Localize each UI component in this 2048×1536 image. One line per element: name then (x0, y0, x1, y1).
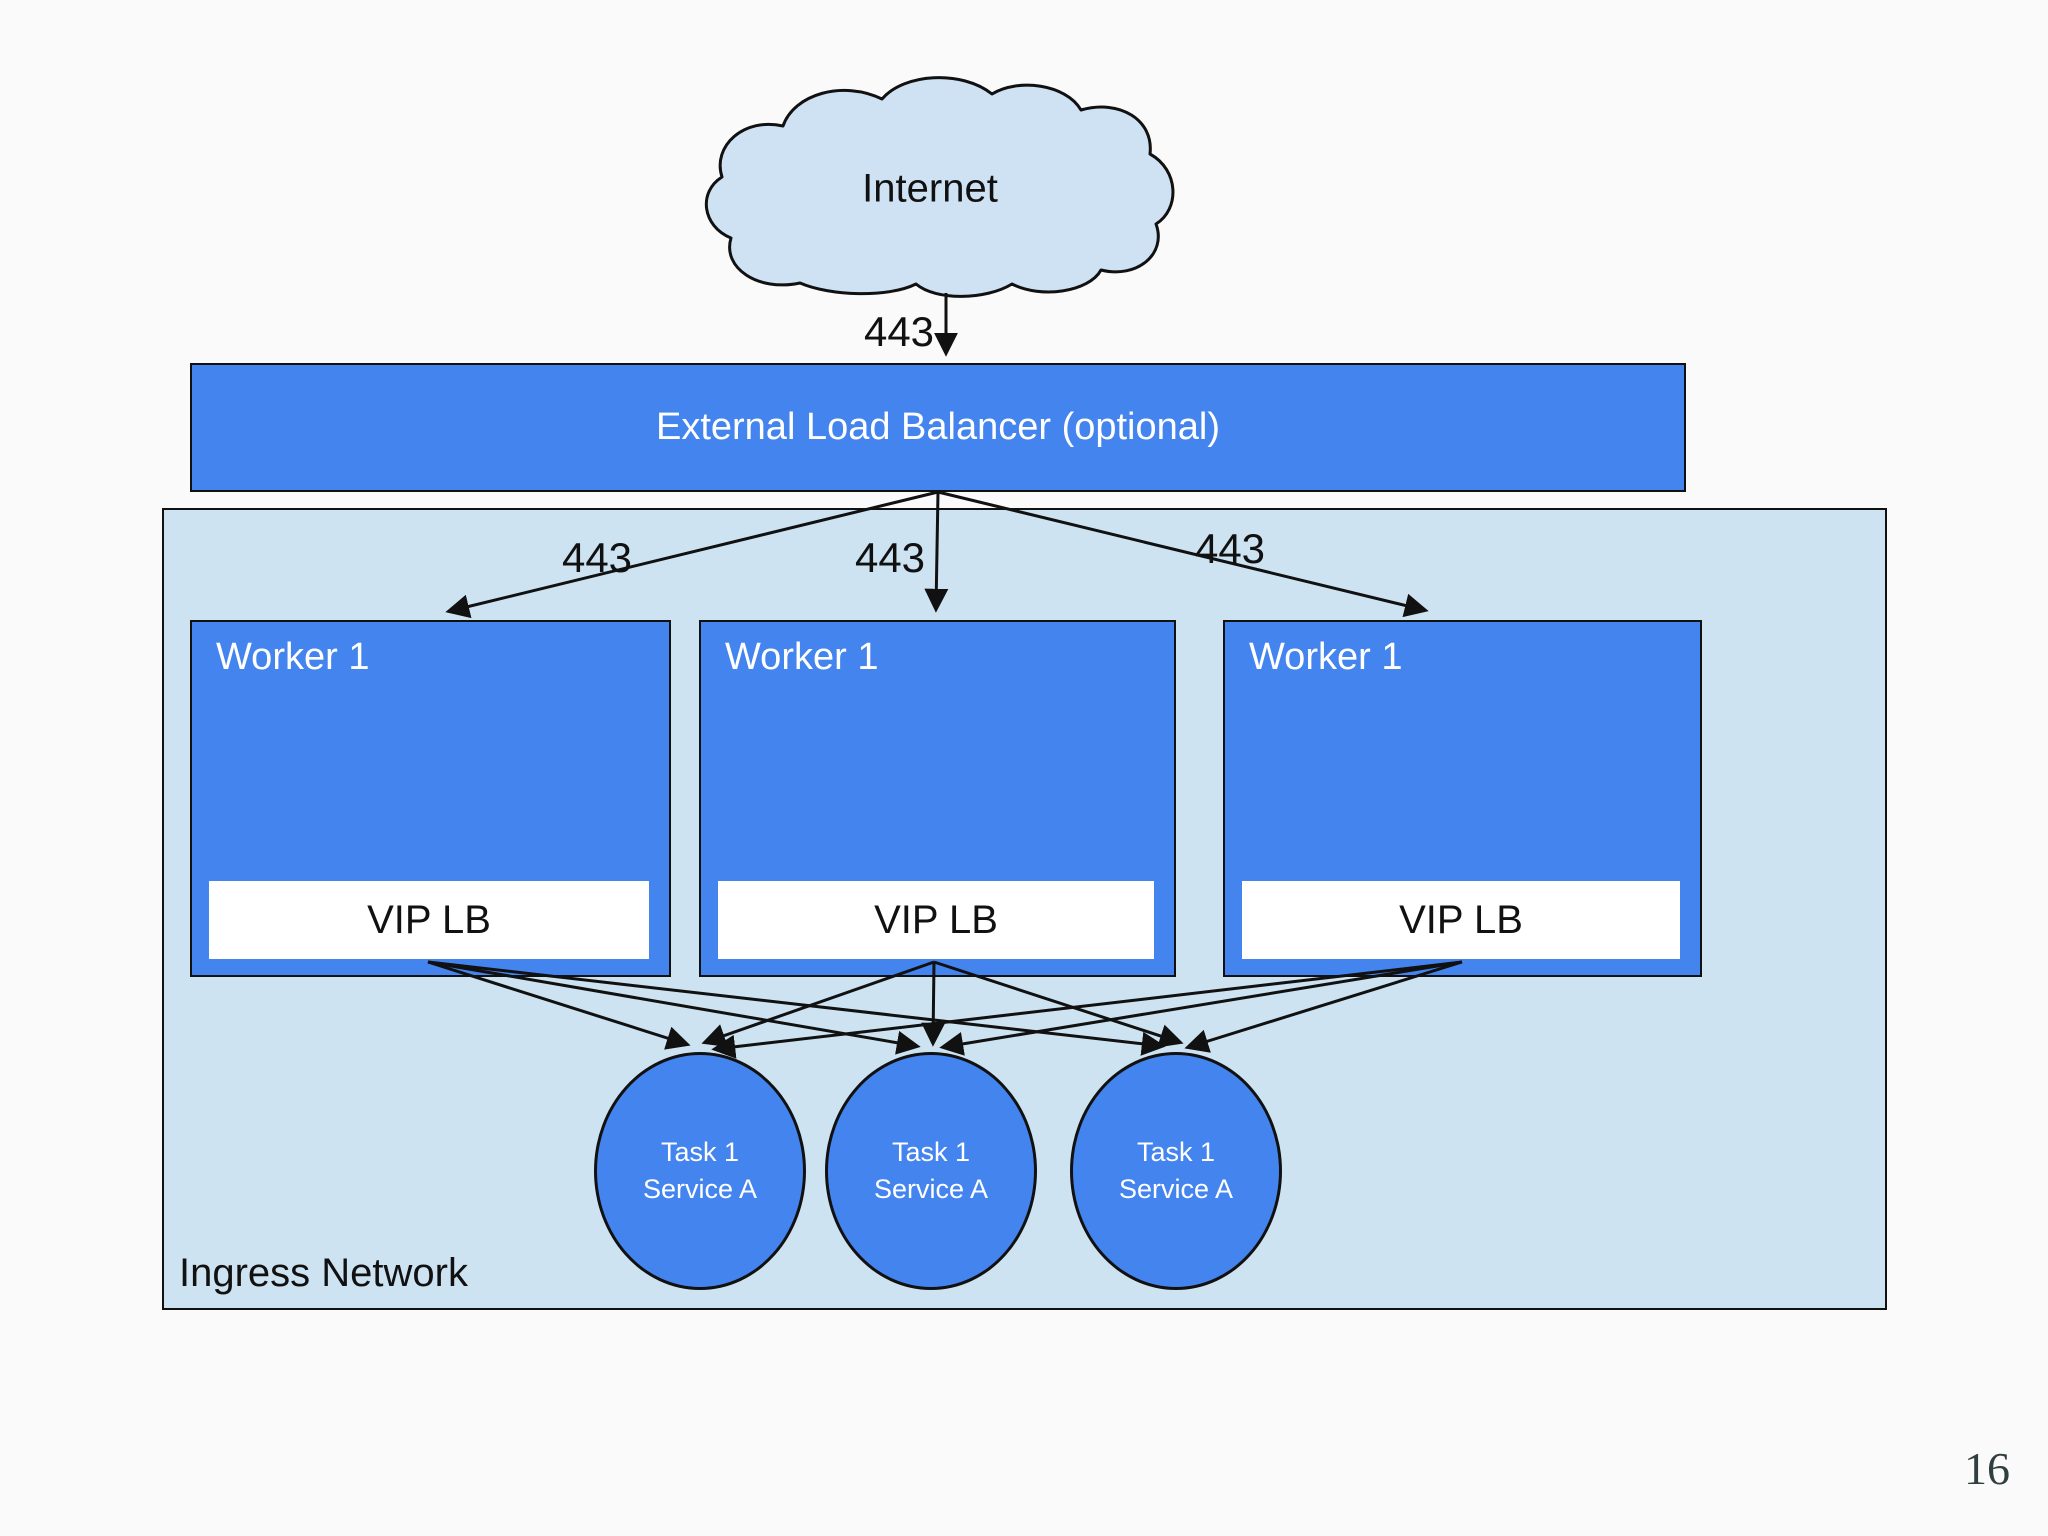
task-2-label-line1: Task 1 (891, 1137, 971, 1167)
vip-lb-3-label: VIP LB (1399, 897, 1523, 942)
worker-box-2: Worker 1 VIP LB (699, 620, 1176, 977)
vip-lb-bar-1: VIP LB (209, 881, 649, 959)
port-443-elb-to-worker-1: 443 (561, 534, 633, 581)
port-443-elb-to-worker-2: 443 (854, 534, 926, 581)
vip-lb-bar-2: VIP LB (718, 881, 1154, 959)
task-1-label-line1: Task 1 (660, 1137, 740, 1167)
task-3-label-line1: Task 1 (1136, 1137, 1216, 1167)
external-load-balancer-label: External Load Balancer (optional) (655, 406, 1220, 448)
vip-lb-bar-3: VIP LB (1242, 881, 1680, 959)
worker-2-label: Worker 1 (725, 636, 879, 678)
port-443-cloud-to-elb: 443 (863, 308, 935, 355)
task-circle-2: Task 1 Service A (825, 1052, 1037, 1290)
task-1-label-line2: Service A (642, 1174, 758, 1204)
task-2-label-line2: Service A (873, 1174, 989, 1204)
internet-label: Internet (862, 166, 998, 211)
task-circle-1: Task 1 Service A (594, 1052, 806, 1290)
page-number: 16 (1964, 1443, 2010, 1494)
worker-box-3: Worker 1 VIP LB (1223, 620, 1702, 977)
ingress-network-label: Ingress Network (179, 1251, 468, 1295)
vip-lb-1-label: VIP LB (367, 897, 491, 942)
external-load-balancer-box: External Load Balancer (optional) (190, 363, 1686, 492)
worker-1-label: Worker 1 (216, 636, 370, 678)
task-circle-3: Task 1 Service A (1070, 1052, 1282, 1290)
worker-box-1: Worker 1 VIP LB (190, 620, 671, 977)
worker-3-label: Worker 1 (1249, 636, 1403, 678)
task-3-label-line2: Service A (1118, 1174, 1234, 1204)
port-443-elb-to-worker-3: 443 (1194, 525, 1266, 572)
vip-lb-2-label: VIP LB (874, 897, 998, 942)
